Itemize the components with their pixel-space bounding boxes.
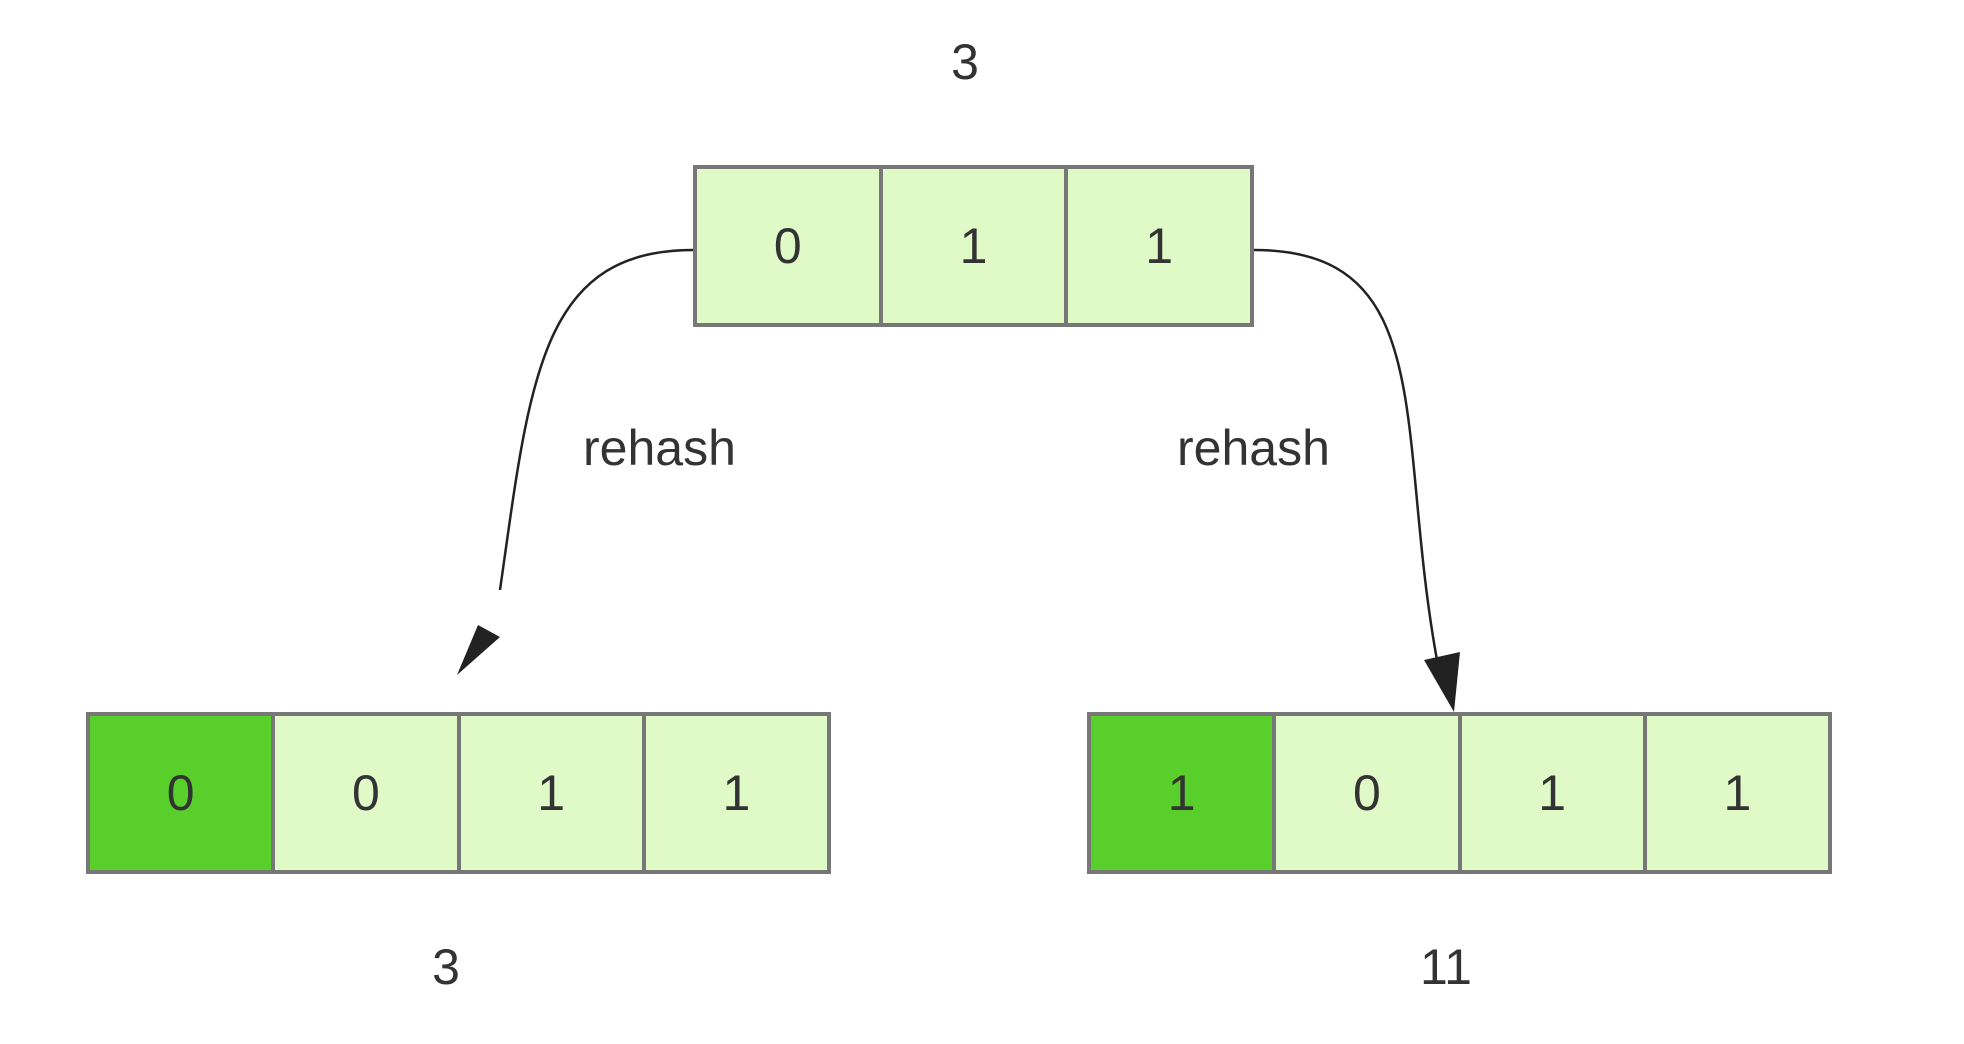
left-number-label: 3 [432, 939, 460, 995]
top-bit-cell-1: 1 [882, 169, 1069, 323]
right-number-label: 11 [1420, 939, 1472, 995]
top-bit-cell-2: 1 [1068, 169, 1251, 323]
right-arrowhead [1424, 652, 1460, 712]
left-bit-cell-1: 0 [275, 716, 461, 870]
right-rehash-label: rehash [1177, 420, 1330, 476]
right-bit-cell-2: 1 [1461, 716, 1647, 870]
left-arrowhead [457, 625, 500, 675]
top-number-label: 3 [951, 34, 979, 90]
right-bit-cell-1: 0 [1276, 716, 1462, 870]
top-bit-cell-0: 0 [697, 169, 883, 323]
right-bit-cell-3: 1 [1646, 716, 1828, 870]
right-bit-cell-0: 1 [1091, 716, 1277, 870]
left-bit-cell-0: 0 [90, 716, 276, 870]
left-bit-cell-2: 1 [460, 716, 646, 870]
left-bit-cell-3: 1 [645, 716, 827, 870]
left-rehash-arrow [498, 248, 694, 591]
left-rehash-label: rehash [583, 420, 736, 476]
right-rehash-arrow [1253, 248, 1439, 661]
